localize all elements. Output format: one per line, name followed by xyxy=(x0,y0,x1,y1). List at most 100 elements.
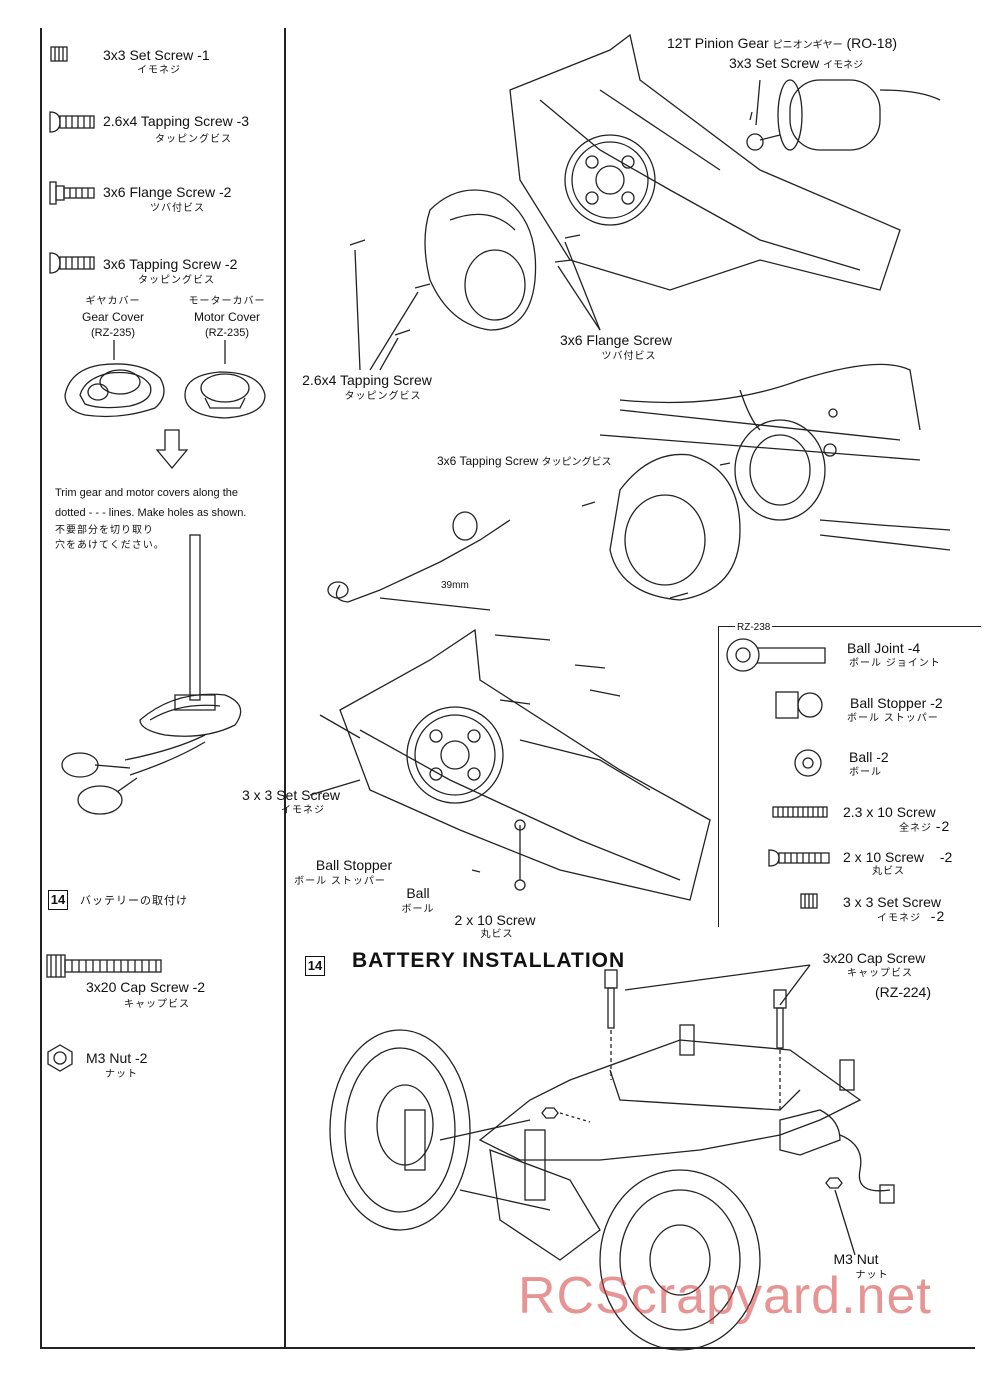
pinion-code: (RO-18) xyxy=(846,35,898,51)
m3-nut-jp: ナット xyxy=(855,1270,889,1281)
step-number-box: 14 xyxy=(305,956,325,976)
ball-joint-name: Ball Joint xyxy=(847,640,904,656)
part-jp: イモネジ xyxy=(137,65,181,76)
trim-note-line2: dotted - - - lines. Make holes as shown. xyxy=(55,507,247,519)
threaded-rod-jp: 全ネジ xyxy=(899,823,932,834)
mid-screw-label: 2 x 10 Screw xyxy=(454,912,536,928)
watermark-logo: RCScrapyard.net xyxy=(518,1267,932,1325)
threaded-rod-icon xyxy=(772,806,828,818)
rz238-item-name: Ball Joint -4 xyxy=(847,640,920,656)
trim-note-jp1: 不要部分を切り取り xyxy=(55,525,154,536)
nut-icon xyxy=(47,1044,73,1072)
part-jp: タッピングビス xyxy=(155,134,232,145)
motor-mount-diagram xyxy=(327,363,951,611)
mid-ball-label: Ball xyxy=(406,885,430,901)
part-jp: キャップビス xyxy=(124,999,190,1010)
ball-stopper-name: Ball Stopper xyxy=(850,695,927,711)
motor-tapping-name: 3x6 Tapping Screw xyxy=(437,454,539,468)
set-screw-icon xyxy=(50,46,68,62)
scissors-and-awl-illustration xyxy=(61,534,242,815)
ball-icon xyxy=(794,749,822,777)
set-screw-icon xyxy=(800,893,818,909)
trim-note-jp2: 穴をあけてください。 xyxy=(55,540,165,551)
gear-cover-jp: ギヤカバー xyxy=(85,296,141,307)
cap-screw-jp: キャップビス xyxy=(847,968,913,979)
rz238-item-jp: イモネジ -2 xyxy=(877,908,946,925)
motor-cover-jp: モーターカバー xyxy=(188,296,266,307)
rz238-code: RZ-238 xyxy=(735,620,773,636)
rz238-item-name: Ball Stopper -2 xyxy=(850,695,943,711)
part-name: 3x6 Flange Screw -2 xyxy=(103,184,232,200)
rz238-item-jp: ボール ジョイント xyxy=(849,658,941,669)
ball-stopper-qty: -2 xyxy=(930,695,943,711)
motor-cover-label: Motor Cover xyxy=(193,310,261,324)
part-name: 3x20 Cap Screw -2 xyxy=(86,979,206,995)
trim-note-line1: Trim gear and motor covers along the xyxy=(55,487,239,499)
ball-qty: -2 xyxy=(876,749,889,765)
rz238-item-name: 2 x 10 Screw -2 xyxy=(843,849,952,865)
rz238-item-jp: ボール xyxy=(849,767,882,778)
gearbox-exploded-diagram xyxy=(349,33,941,371)
rz238-item-name: 2.3 x 10 Screw xyxy=(843,804,936,820)
rz238-item-jp: 全ネジ -2 xyxy=(899,818,951,835)
section-title: BATTERY INSTALLATION xyxy=(352,949,626,972)
mid-screw-jp: 丸ビス xyxy=(480,929,514,940)
mid-setscrew-label: 3 x 3 Set Screw xyxy=(241,787,341,803)
down-arrow-icon xyxy=(155,429,189,470)
column-divider xyxy=(284,28,286,1348)
gear-cover-code: (RZ-235) xyxy=(90,327,136,339)
cap-screw-code: (RZ-224) xyxy=(874,984,932,1000)
rz238-item-jp: ボール ストッパー xyxy=(847,713,939,724)
step-title-jp: バッテリーの取付け xyxy=(80,895,188,907)
flange-jp: ツバ付ビス xyxy=(601,351,657,362)
left-border xyxy=(40,28,42,1348)
part-name: 3x3 Set Screw -1 xyxy=(103,47,210,63)
mid-stopper-jp: ボール ストッパー xyxy=(294,876,386,887)
rz238-parts-box xyxy=(718,626,981,927)
ball-stopper-icon xyxy=(775,691,823,719)
bottom-border xyxy=(40,1347,975,1349)
ball-joint-icon xyxy=(726,638,826,672)
rz238-item-name: Ball -2 xyxy=(849,749,889,765)
battery-installation-diagram xyxy=(329,964,895,1351)
chassis-linkage-diagram xyxy=(309,628,711,901)
motor-tapping-jp: タッピングビス xyxy=(541,457,612,468)
m3-nut-label: M3 Nut xyxy=(833,1251,879,1267)
mid-stopper-label: Ball Stopper xyxy=(315,857,393,873)
setscrew-jp: イモネジ xyxy=(823,60,864,71)
flange-label: 3x6 Flange Screw xyxy=(559,332,673,348)
round-screw-name: 2 x 10 Screw xyxy=(843,849,924,865)
pinion-label: 12T Pinion Gear ピニオンギヤー (RO-18) xyxy=(667,35,897,54)
round-screw-icon xyxy=(768,849,830,867)
setscrew-name: 3x3 Set Screw xyxy=(729,55,820,71)
gear-cover-label: Gear Cover xyxy=(81,310,145,324)
tapping-screw-icon xyxy=(49,252,95,274)
cap-screw-icon xyxy=(46,954,162,978)
pinion-name: 12T Pinion Gear xyxy=(667,35,769,51)
dimension-label: 39mm xyxy=(441,580,469,591)
set-screw-qty: -2 xyxy=(930,908,946,924)
part-jp: ツバ付ビス xyxy=(150,203,205,214)
gear-cover-illustration xyxy=(64,340,165,418)
motor-tapping-label: 3x6 Tapping Screw タッピングビス xyxy=(437,453,612,471)
part-name: M3 Nut -2 xyxy=(86,1050,148,1066)
rz238-item-jp: 丸ビス xyxy=(872,866,905,877)
pinion-jp: ピニオンギヤー xyxy=(772,40,843,51)
part-name: 2.6x4 Tapping Screw -3 xyxy=(103,113,250,129)
tapping-screw-icon xyxy=(49,111,95,133)
cap-screw-label: 3x20 Cap Screw xyxy=(822,950,926,966)
threaded-rod-qty: -2 xyxy=(935,818,951,834)
part-jp: タッピングビス xyxy=(138,275,215,286)
flange-screw-icon xyxy=(49,181,95,205)
ball-name: Ball xyxy=(849,749,873,765)
rz238-item-name: 3 x 3 Set Screw xyxy=(843,894,942,910)
step-number-box: 14 xyxy=(48,890,68,910)
part-jp: ナット xyxy=(105,1069,138,1080)
tapping-jp: タッピングビス xyxy=(344,391,422,402)
part-name: 3x6 Tapping Screw -2 xyxy=(103,256,238,272)
ball-joint-qty: -4 xyxy=(907,640,921,656)
tapping-label: 2.6x4 Tapping Screw xyxy=(302,372,432,388)
motor-cover-code: (RZ-235) xyxy=(204,327,250,339)
set-screw-jp: イモネジ xyxy=(877,913,921,924)
mid-ball-jp: ボール xyxy=(401,904,435,915)
